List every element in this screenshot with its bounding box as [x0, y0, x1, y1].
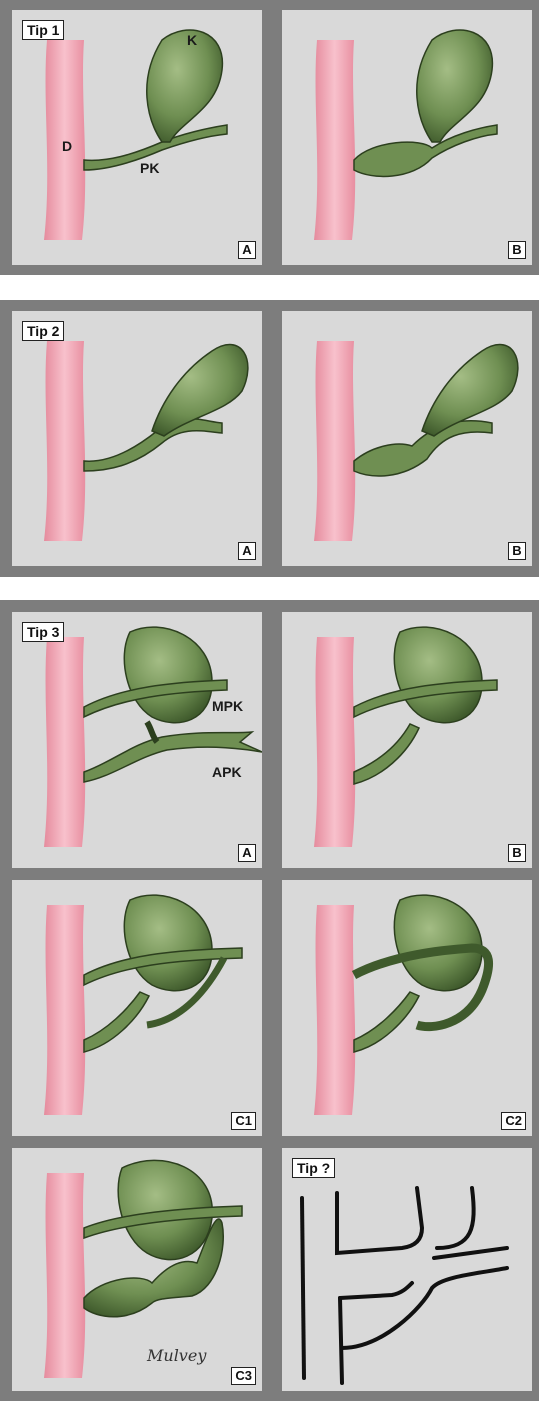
label-apk: APK	[212, 764, 242, 780]
tip3-panel-c1: C1	[12, 880, 262, 1136]
tip1-corner-a: A	[238, 241, 256, 259]
tip2-panel-a: Tip 2 A	[12, 311, 262, 566]
tip2-corner-a: A	[238, 542, 256, 560]
tip2-tag: Tip 2	[22, 321, 64, 341]
tip3-corner-b: B	[508, 844, 526, 862]
label-mpk: MPK	[212, 698, 243, 714]
tip1-panel-b: B	[282, 10, 532, 265]
gallbladder	[147, 30, 223, 142]
tip3-group: Tip 3 MPK APK A B C1 C2	[0, 600, 539, 1401]
line-schematic	[282, 1148, 532, 1391]
tip1-corner-b: B	[508, 241, 526, 259]
tip3-corner-c3: C3	[231, 1367, 256, 1385]
tip3-panel-c3: Mulvey C3	[12, 1148, 262, 1391]
tip3-panel-a: Tip 3 MPK APK A	[12, 612, 262, 868]
signature: Mulvey	[147, 1346, 206, 1365]
dilated-cystic-duct	[354, 125, 497, 176]
tip3-tag: Tip 3	[22, 622, 64, 642]
tip1-a-illustration	[12, 10, 262, 265]
tip2-corner-b: B	[508, 542, 526, 560]
label-pk: PK	[140, 160, 159, 176]
tip1-tag: Tip 1	[22, 20, 64, 40]
tip1-b-illustration	[282, 10, 532, 265]
tip3-panel-b: B	[282, 612, 532, 868]
tip2-panel-b: B	[282, 311, 532, 566]
tip2-group: Tip 2 A B	[0, 300, 539, 577]
label-d: D	[62, 138, 72, 154]
tip1-panel-a: Tip 1 K D PK A	[12, 10, 262, 265]
label-k: K	[187, 32, 197, 48]
tip3-corner-a: A	[238, 844, 256, 862]
tip-unknown-panel: Tip ?	[282, 1148, 532, 1391]
tip3-corner-c2: C2	[501, 1112, 526, 1130]
tip3-corner-c1: C1	[231, 1112, 256, 1130]
tip3-panel-c2: C2	[282, 880, 532, 1136]
tip-unknown-tag: Tip ?	[292, 1158, 335, 1178]
tip1-group: Tip 1 K D PK A B	[0, 0, 539, 275]
